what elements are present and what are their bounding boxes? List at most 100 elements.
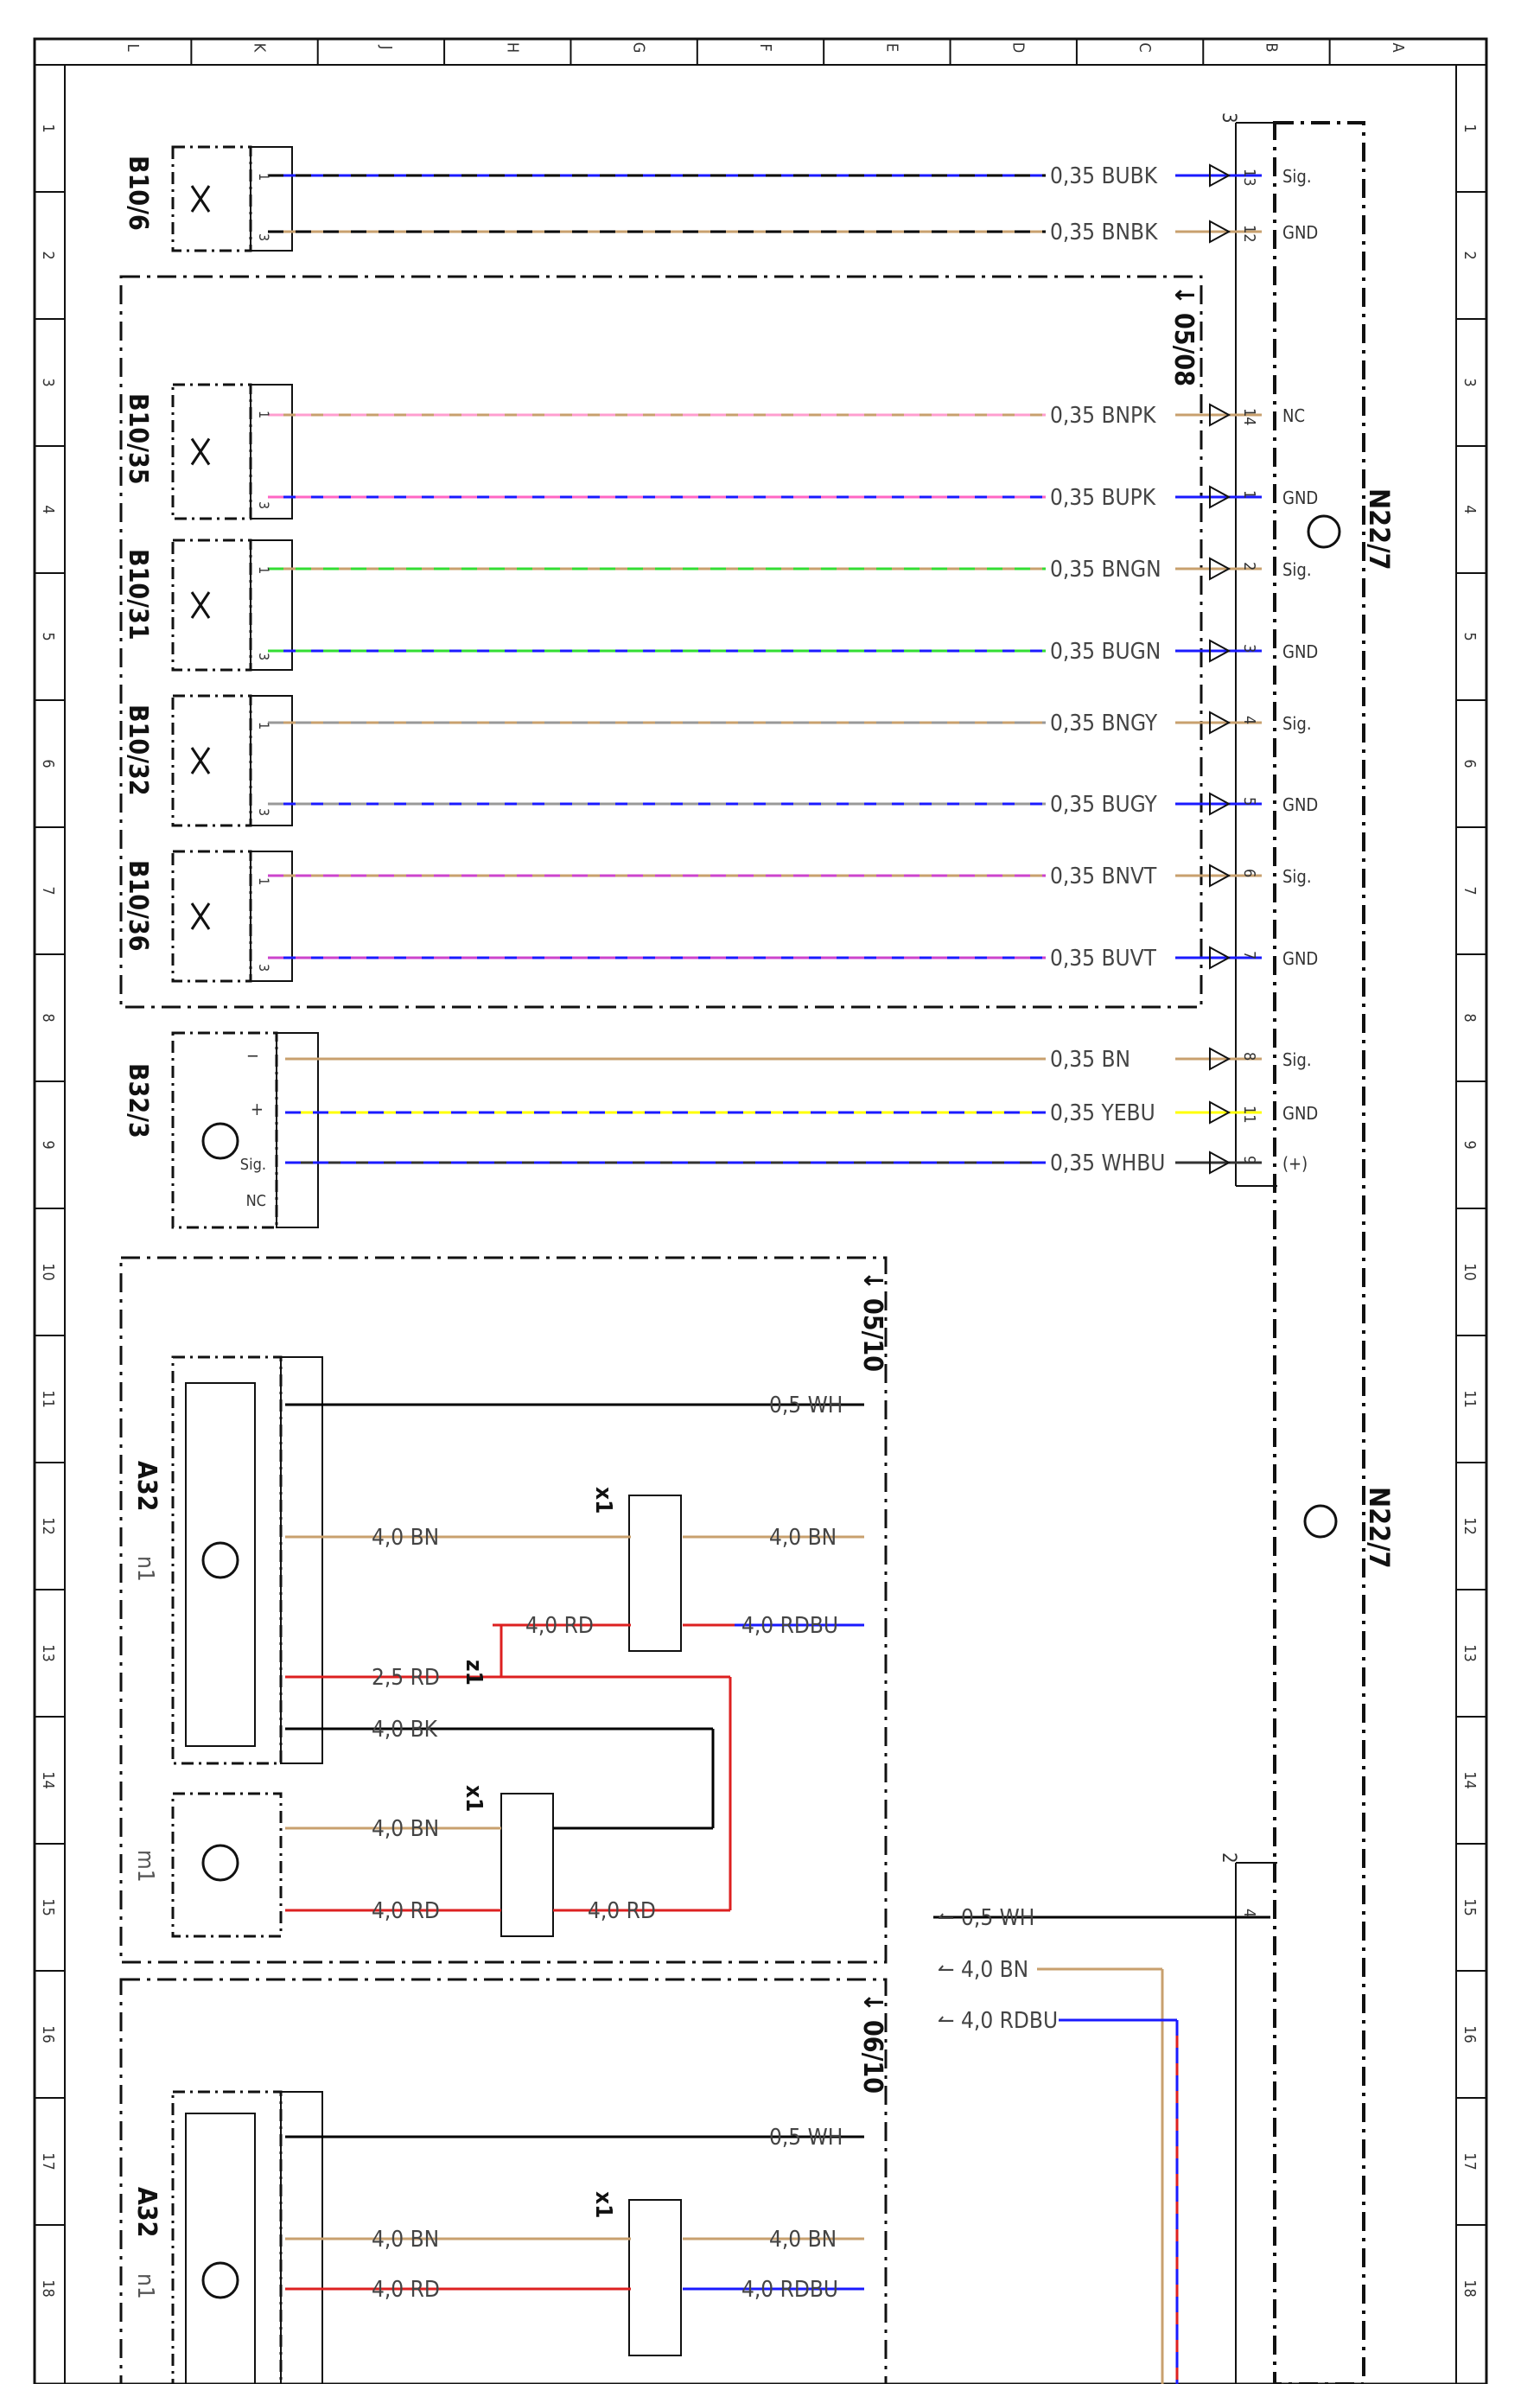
row-number-left-2: 2 — [39, 251, 57, 259]
b10_6-pin-1: 1 — [256, 173, 272, 181]
wire-arrow-4 — [1209, 557, 1231, 581]
b10_36-pin-3: 3 — [256, 964, 272, 972]
a32u-label-bn-motor: 4,0 BN — [372, 1816, 439, 1842]
n22-7-pin-1: 1 — [1240, 490, 1258, 499]
row-number-right-9: 9 — [1460, 1140, 1479, 1149]
reference-0610: ↓ 06/10 — [857, 1992, 888, 2094]
connector-number-3: 3 — [1218, 112, 1239, 124]
a32-upper-group-box — [119, 1256, 888, 1964]
b10_35-label: B10/35 — [123, 393, 153, 485]
b10_31-pin-1: 1 — [256, 566, 272, 574]
row-number-right-18: 18 — [1460, 2279, 1479, 2298]
n1-upper-label: n1 — [132, 1556, 158, 1582]
row-number-left-12: 12 — [39, 1517, 57, 1535]
row-number-right-10: 10 — [1460, 1263, 1479, 1281]
a32-lower-transistor-symbol — [201, 2261, 239, 2299]
b10_31-label: B10/31 — [123, 549, 153, 641]
row-number-right-2: 2 — [1460, 251, 1479, 259]
b32-3-transistor-symbol — [201, 1122, 239, 1160]
n22-7-pin-label-11: GND — [1282, 1103, 1318, 1124]
n22-7-pin-label-4: Sig. — [1282, 713, 1312, 734]
column-label-b: B — [1262, 42, 1280, 52]
wire-label-10: 0,35 BN — [1050, 1047, 1130, 1073]
n22-7-label-upper: N22/7 — [1363, 488, 1396, 571]
row-number-left-14: 14 — [39, 1771, 57, 1789]
row-number-right-8: 8 — [1460, 1013, 1479, 1022]
b10_32-connector-box — [250, 695, 293, 826]
wire-label-1: 0,35 BNBK — [1050, 220, 1158, 245]
n22-7-pin-11: 11 — [1240, 1106, 1258, 1124]
wire-arrow-3 — [1209, 485, 1231, 509]
a32l-label-rd: 4,0 RD — [372, 2277, 440, 2303]
b10_35-pin-1: 1 — [256, 411, 272, 418]
b32-3-pin-sig: Sig. — [240, 1156, 266, 1174]
n22-7-pin-4: 4 — [1240, 716, 1258, 724]
row-number-right-5: 5 — [1460, 632, 1479, 641]
wire-harness — [268, 163, 1270, 2384]
n22-7-module-box — [1273, 121, 1365, 2384]
wire-arrow-0 — [1209, 163, 1231, 188]
wire-label-7: 0,35 BUGY — [1050, 792, 1157, 818]
column-label-g: G — [630, 42, 648, 54]
n22-7-pin-label-5: GND — [1282, 794, 1318, 815]
a32l-label-rdbu: 4,0 RDBU — [741, 2277, 838, 2303]
column-label-f: F — [756, 43, 774, 51]
wire-label-9: 0,35 BUVT — [1050, 946, 1157, 972]
b10_36-label: B10/36 — [123, 860, 153, 952]
column-label-h: H — [503, 42, 521, 53]
b10_35-sensor-box — [171, 383, 252, 520]
n22-7-label-lower: N22/7 — [1363, 1487, 1396, 1569]
row-number-left-1: 1 — [39, 124, 57, 132]
a32-upper-transistor-symbol — [201, 1541, 239, 1579]
outer-border — [33, 37, 1488, 2384]
out-label-wh: ↼ 0,5 WH — [938, 1905, 1034, 1931]
a32u-label-rd-a: 4,0 RD — [525, 1613, 594, 1639]
b10_32-sensor-box — [171, 694, 252, 827]
wire-arrow-5 — [1209, 639, 1231, 663]
wire-label-11: 0,35 YEBU — [1050, 1100, 1155, 1126]
x1-connector-c — [628, 2199, 682, 2356]
b10_31-sensor-symbol — [190, 591, 211, 619]
b10_6-sensor-symbol — [190, 185, 211, 213]
b10_6-sensor-box — [171, 145, 252, 252]
a32u-label-bk: 4,0 BK — [372, 1717, 438, 1743]
b10_35-connector-box — [250, 384, 293, 520]
row-number-left-6: 6 — [39, 759, 57, 768]
a32-lower-label: A32 — [131, 2187, 162, 2237]
b10_6-connector-box — [250, 146, 293, 252]
a32-upper-box — [171, 1355, 283, 1765]
row-number-left-5: 5 — [39, 632, 57, 641]
b10_31-connector-box — [250, 539, 293, 671]
x1-connector-b — [500, 1793, 554, 1937]
row-number-left-3: 3 — [39, 378, 57, 386]
n22-7-pin-label-8: Sig. — [1282, 1049, 1312, 1070]
n22-7-pin-label-12: GND — [1282, 222, 1318, 243]
column-label-e: E — [882, 43, 900, 52]
a32l-label-wh: 0,5 WH — [769, 2125, 843, 2151]
out-label-bn: ↼ 4,0 BN — [938, 1957, 1028, 1983]
column-label-a: A — [1389, 42, 1407, 52]
a32u-label-bn-a: 4,0 BN — [372, 1525, 439, 1551]
b32-3-pin-minus: − — [246, 1045, 259, 1066]
n22-7-pin-label-2: Sig. — [1282, 559, 1312, 580]
row-number-right-1: 1 — [1460, 124, 1479, 132]
a32-upper-label: A32 — [131, 1461, 162, 1511]
row-number-right-3: 3 — [1460, 378, 1479, 386]
wire-arrow-6 — [1209, 711, 1231, 735]
row-number-left-10: 10 — [39, 1263, 57, 1281]
n22-7-pin-label-14: NC — [1282, 405, 1305, 426]
row-number-left-7: 7 — [39, 886, 57, 895]
motor-symbol — [201, 1844, 239, 1882]
column-label-c: C — [1136, 42, 1154, 52]
a32-lower-box — [171, 2090, 283, 2384]
column-label-j: J — [377, 45, 395, 50]
b10_32-sensor-symbol — [190, 747, 211, 774]
n22-7-pin-12: 12 — [1240, 225, 1258, 243]
b10_31-pin-3: 3 — [256, 653, 272, 660]
sensor-group-box-0508 — [119, 275, 1203, 1009]
z1-label: z1 — [461, 1660, 487, 1686]
n22-7-pin-7: 7 — [1240, 951, 1258, 959]
n22-7-pin-label-1: GND — [1282, 488, 1318, 508]
